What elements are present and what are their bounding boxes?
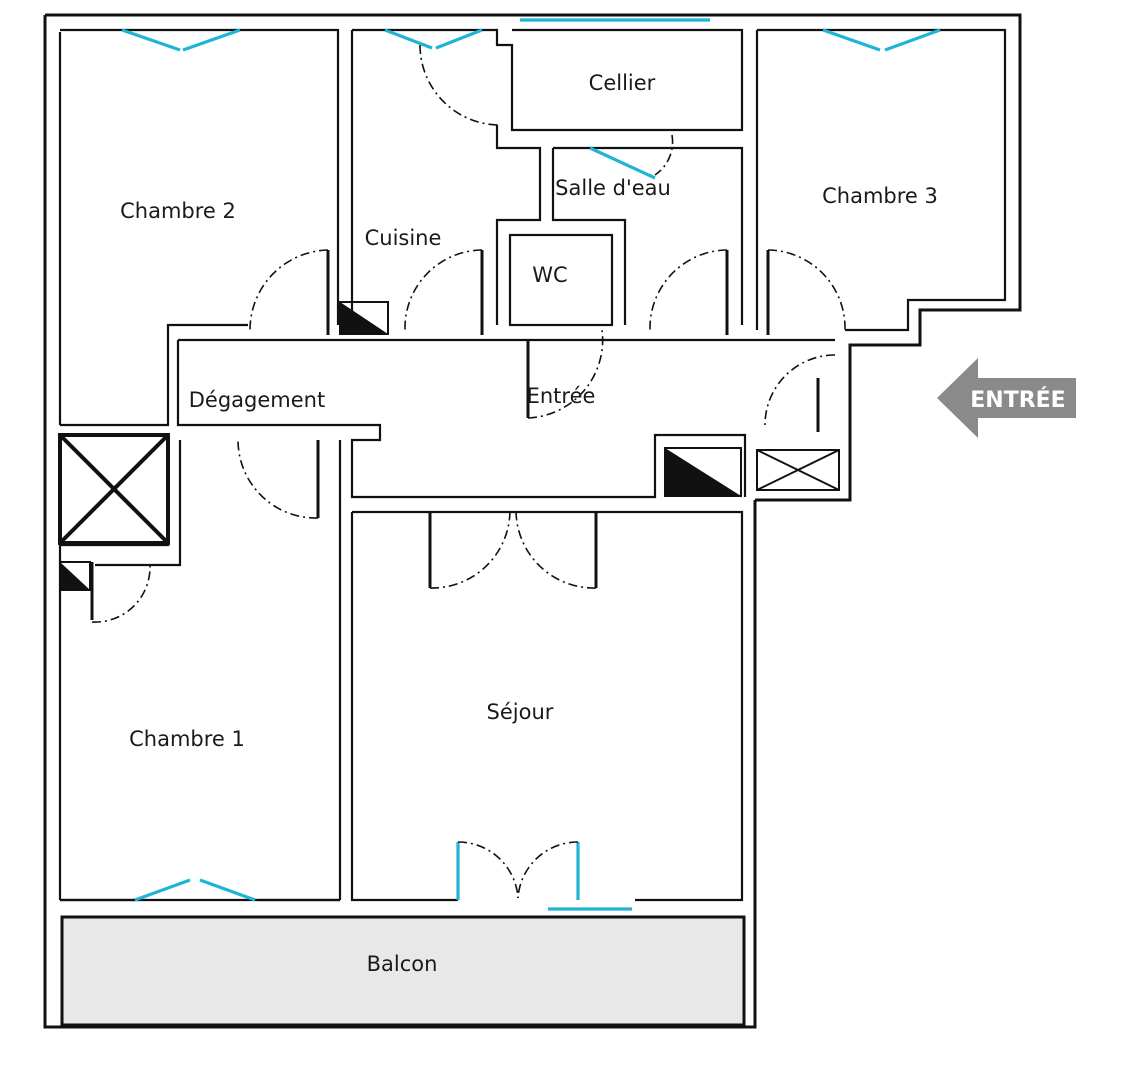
label-salle-d-eau: Salle d'eau: [555, 176, 671, 200]
entrance-label: ENTRÉE: [970, 387, 1065, 413]
balcony-area: [60, 915, 746, 1027]
duct-kitchen: [339, 301, 389, 335]
room-chambre-2: [60, 28, 340, 427]
room-walls-center: [350, 28, 1007, 332]
duct-left: [59, 561, 91, 591]
sejour-french-door-arcs: [457, 841, 579, 899]
label-chambre-1: Chambre 1: [129, 727, 245, 751]
label-wc: WC: [532, 263, 567, 287]
room-sejour: [350, 510, 744, 902]
outer-walls: [43, 13, 1022, 1029]
label-chambre-3: Chambre 3: [822, 184, 938, 208]
ventilation-shaft-left: [58, 433, 170, 545]
entrance-arrow: [937, 358, 1076, 438]
corridor-walls: [60, 338, 835, 900]
duct-entry: [664, 447, 742, 497]
label-sejour: Séjour: [487, 700, 554, 724]
label-cuisine: Cuisine: [365, 226, 442, 250]
label-cellier: Cellier: [589, 71, 656, 95]
doors: [90, 44, 846, 623]
label-balcon: Balcon: [367, 952, 438, 976]
label-chambre-2: Chambre 2: [120, 199, 236, 223]
label-entree: Entrée: [527, 384, 596, 408]
ventilation-shaft-right: [756, 449, 840, 491]
label-degagement: Dégagement: [189, 388, 325, 412]
windows: [121, 18, 941, 911]
